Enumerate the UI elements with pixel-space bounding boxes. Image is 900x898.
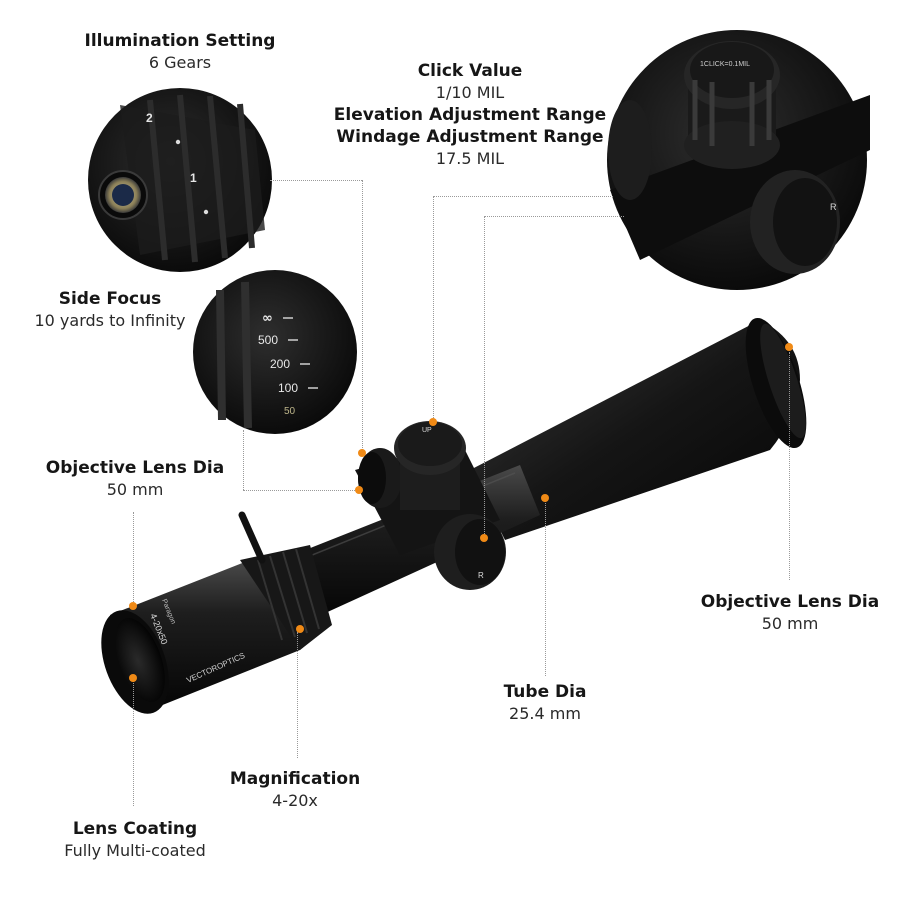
spec-value: 50 mm — [761, 614, 819, 633]
elevation-turret-mark: UP — [422, 427, 432, 434]
spec-value: 6 Gears — [148, 53, 212, 72]
dot-objective-right — [785, 343, 793, 351]
spec-value-range: 17.5 MIL — [435, 149, 505, 168]
spec-title: Lens Coating — [72, 819, 198, 839]
leader-side-focus — [243, 430, 244, 490]
spec-value: 1/10 MIL — [435, 83, 505, 102]
leader-illumination — [270, 180, 362, 181]
dot-windage — [480, 534, 488, 542]
leader-objective-right — [789, 352, 790, 580]
focus-mark-100: 100 — [278, 381, 298, 395]
spec-title: Side Focus — [58, 289, 162, 309]
spec-side-focus: Side Focus 10 yards to Infinity — [20, 288, 200, 332]
spec-click-value: Click Value 1/10 MIL Elevation Adjustmen… — [330, 60, 610, 170]
focus-mark-500: 500 — [258, 333, 278, 347]
spec-value: 10 yards to Infinity — [34, 311, 186, 330]
leader-coating — [133, 680, 134, 806]
dot-tube — [541, 494, 549, 502]
turret-detail-circle: 1CLICK=0.1MIL R — [607, 30, 870, 290]
turret-windage-mark: R — [830, 202, 837, 212]
leader-objective-left — [133, 512, 134, 604]
leader-side-focus-h — [243, 490, 359, 491]
spec-title: Click Value — [417, 61, 523, 81]
windage-turret-mark: R — [478, 571, 484, 580]
spec-title: Tube Dia — [503, 682, 587, 702]
illumination-mark-2: 2 — [146, 111, 153, 125]
spec-value: 50 mm — [106, 480, 164, 499]
leader-magnification — [297, 632, 298, 758]
leader-tube — [545, 500, 546, 676]
side-focus-detail-circle: ∞ 500 200 100 50 — [193, 270, 357, 434]
spec-title: Objective Lens Dia — [700, 592, 880, 612]
spec-illumination: Illumination Setting 6 Gears — [80, 30, 280, 74]
spec-value: 4-20x — [272, 791, 318, 810]
spec-value: Fully Multi-coated — [64, 841, 206, 860]
objective-bell — [470, 317, 807, 540]
spec-title: Magnification — [229, 769, 361, 789]
spec-title-windage: Windage Adjustment Range — [336, 127, 604, 147]
dot-illumination — [358, 449, 366, 457]
spec-tube: Tube Dia 25.4 mm — [490, 681, 600, 725]
dot-coating — [129, 674, 137, 682]
spec-objective-left: Objective Lens Dia 50 mm — [40, 457, 230, 501]
dot-side-focus — [355, 486, 363, 494]
leader-click — [433, 196, 613, 197]
dot-click — [429, 418, 437, 426]
spec-title: Illumination Setting — [84, 31, 276, 51]
spec-coating: Lens Coating Fully Multi-coated — [45, 818, 225, 862]
leader-windage — [484, 216, 624, 217]
illumination-mark-1: 1 — [190, 171, 197, 185]
illumination-detail-circle: 2 1 — [88, 88, 272, 272]
dot-objective-left — [129, 602, 137, 610]
eyepiece: VECTOROPTICS 4-20x50 Paragon — [101, 511, 332, 714]
spec-objective-right: Objective Lens Dia 50 mm — [695, 591, 885, 635]
focus-mark-infinity: ∞ — [262, 311, 273, 326]
focus-mark-50: 50 — [284, 406, 296, 417]
spec-magnification: Magnification 4-20x — [225, 768, 365, 812]
spec-title: Objective Lens Dia — [45, 458, 225, 478]
leader-click-drop — [433, 196, 434, 422]
leader-illumination-drop — [362, 180, 363, 452]
turret-click-label: 1CLICK=0.1MIL — [700, 61, 750, 68]
turret-saddle: UP R — [355, 421, 506, 590]
leader-windage-drop — [484, 216, 485, 538]
focus-mark-200: 200 — [270, 357, 290, 371]
dot-magnification — [296, 625, 304, 633]
spec-value: 25.4 mm — [509, 704, 581, 723]
spec-title-elevation: Elevation Adjustment Range — [333, 105, 607, 125]
